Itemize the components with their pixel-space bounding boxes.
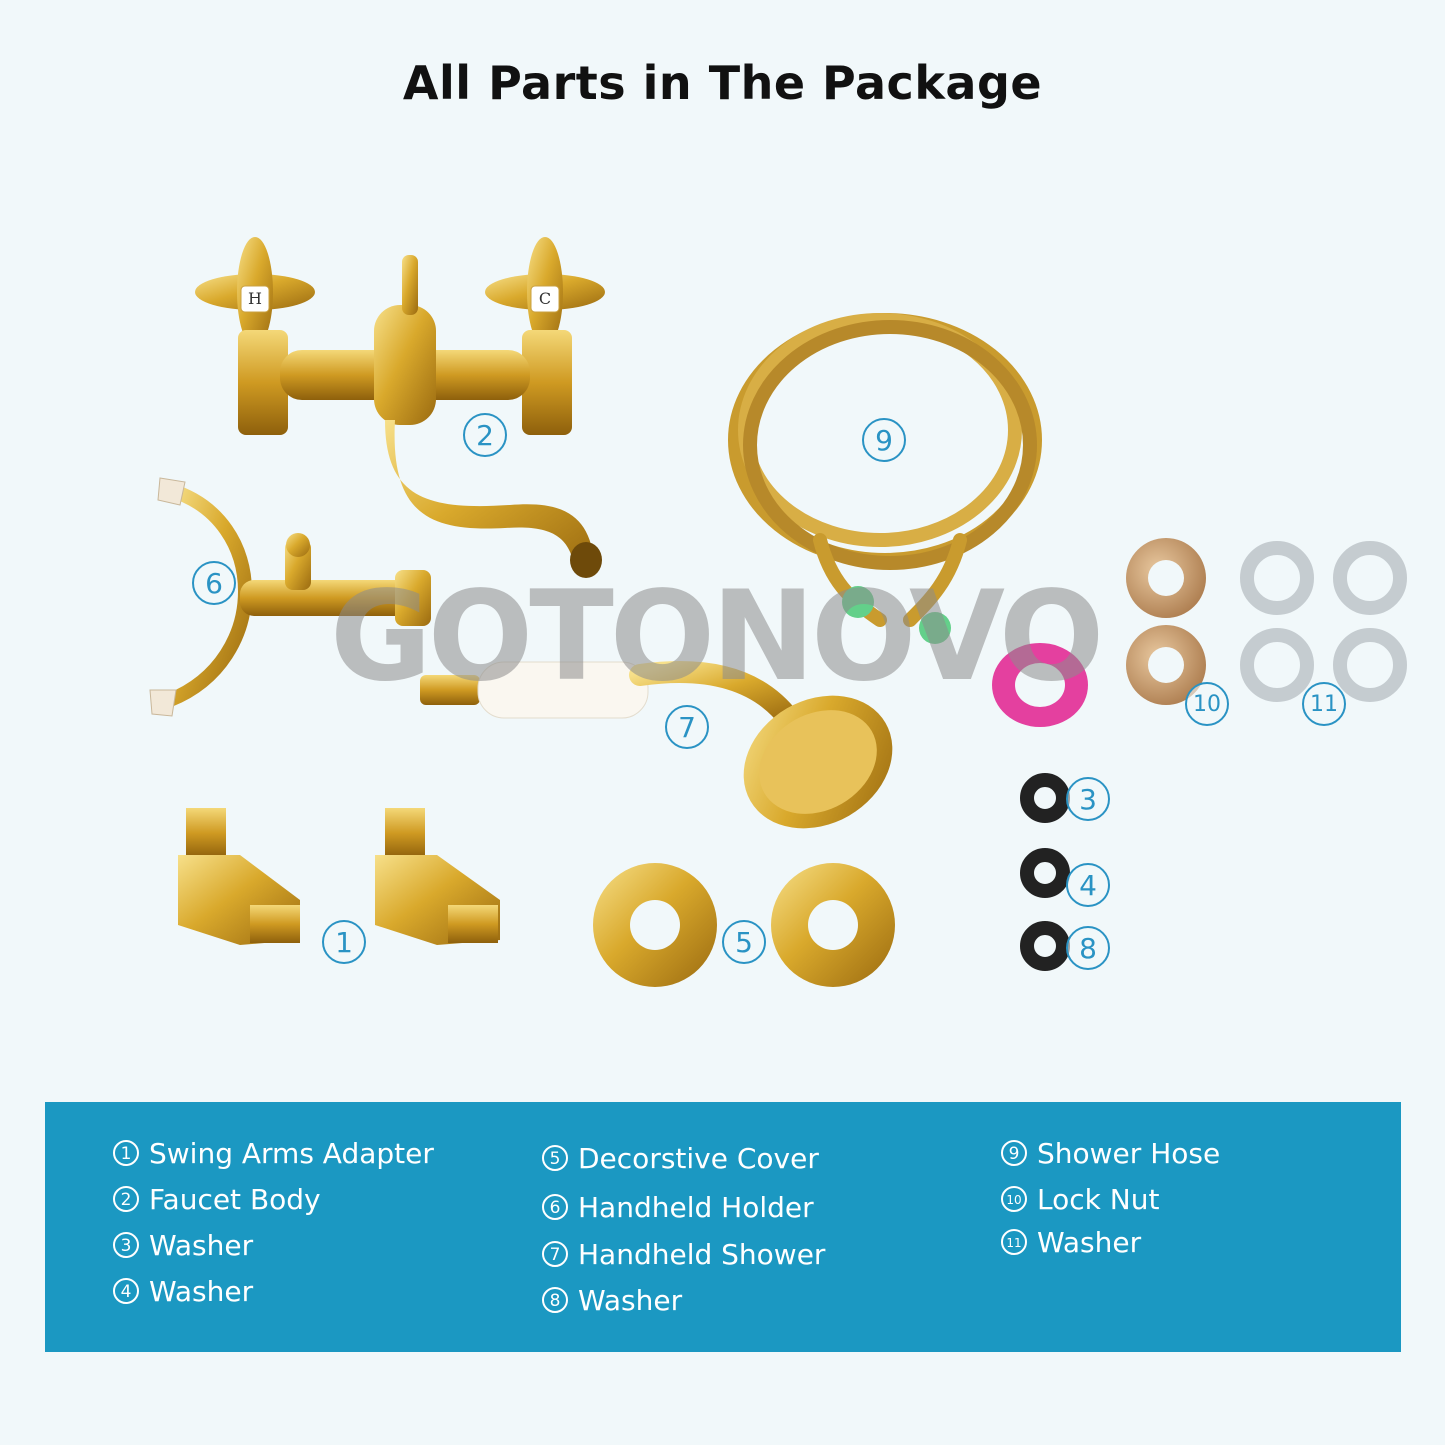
handheld-shower-image [420,661,893,829]
shower-hose-image [728,313,1042,627]
callout-1: 1 [322,920,366,964]
decorative-covers-image [593,863,895,987]
legend-item: 3 Washer [113,1222,434,1268]
clear-washers-image [1240,541,1407,702]
legend-label: Washer [149,1228,254,1262]
legend-label: Shower Hose [1037,1136,1221,1170]
legend-item: 10 Lock Nut [1001,1176,1220,1222]
legend-number: 3 [113,1232,139,1258]
legend-label: Washer [149,1274,254,1308]
legend-number: 6 [542,1194,568,1220]
legend-label: Washer [578,1283,683,1317]
legend-number: 7 [542,1241,568,1267]
legend-number: 1 [113,1140,139,1166]
legend-item: 8 Washer [542,1277,825,1323]
legend-item: 4 Washer [113,1268,434,1314]
callout-10: 10 [1185,682,1229,726]
legend-column-3: 9 Shower Hose 10 Lock Nut 11 Washer [1001,1130,1220,1262]
brand-watermark: GOTONOVO [330,565,1104,709]
legend-label: Handheld Holder [578,1190,814,1224]
callout-3: 3 [1066,777,1110,821]
callout-6: 6 [192,561,236,605]
legend-label: Washer [1037,1225,1142,1259]
hot-label: H [248,289,262,308]
legend-number: 8 [542,1287,568,1313]
pink-gasket-image [992,643,1088,727]
hose-end-right [919,612,951,644]
page-title: All Parts in The Package [402,56,1043,110]
callout-9: 9 [862,418,906,462]
callout-8: 8 [1066,926,1110,970]
hose-end-left [842,586,874,618]
swing-arm-adapters-image [178,808,500,945]
callout-5: 5 [722,920,766,964]
legend-number: 2 [113,1186,139,1212]
parts-illustration: H C [149,237,1407,987]
legend-column-2: 5 Decorstive Cover 6 Handheld Holder 7 Hand… [542,1133,825,1323]
legend-item: 5 Decorstive Cover [542,1133,825,1183]
callout-2: 2 [463,413,507,457]
faucet-body-image: H C [195,237,605,578]
legend-label: Faucet Body [149,1182,321,1216]
cold-label: C [539,289,551,308]
legend-number: 9 [1001,1140,1027,1166]
callout-7: 7 [665,705,709,749]
legend-number: 11 [1001,1229,1027,1255]
legend-label: Lock Nut [1037,1182,1160,1216]
legend-item: 2 Faucet Body [113,1176,434,1222]
legend-item: 7 Handheld Shower [542,1231,825,1277]
legend-item: 6 Handheld Holder [542,1183,825,1231]
handheld-holder-image [149,477,431,717]
lock-nuts-image [1126,538,1206,705]
callout-4: 4 [1066,863,1110,907]
legend-item: 1 Swing Arms Adapter [113,1130,434,1176]
legend-label: Handheld Shower [578,1237,826,1271]
legend-item: 9 Shower Hose [1001,1130,1220,1176]
black-washers-image [1020,773,1070,971]
legend-number: 5 [542,1145,568,1171]
legend-number: 10 [1001,1186,1027,1212]
legend-item: 11 Washer [1001,1222,1220,1262]
legend-label: Swing Arms Adapter [149,1136,434,1170]
legend-number: 4 [113,1278,139,1304]
legend-label: Decorstive Cover [578,1141,819,1175]
callout-11: 11 [1302,682,1346,726]
